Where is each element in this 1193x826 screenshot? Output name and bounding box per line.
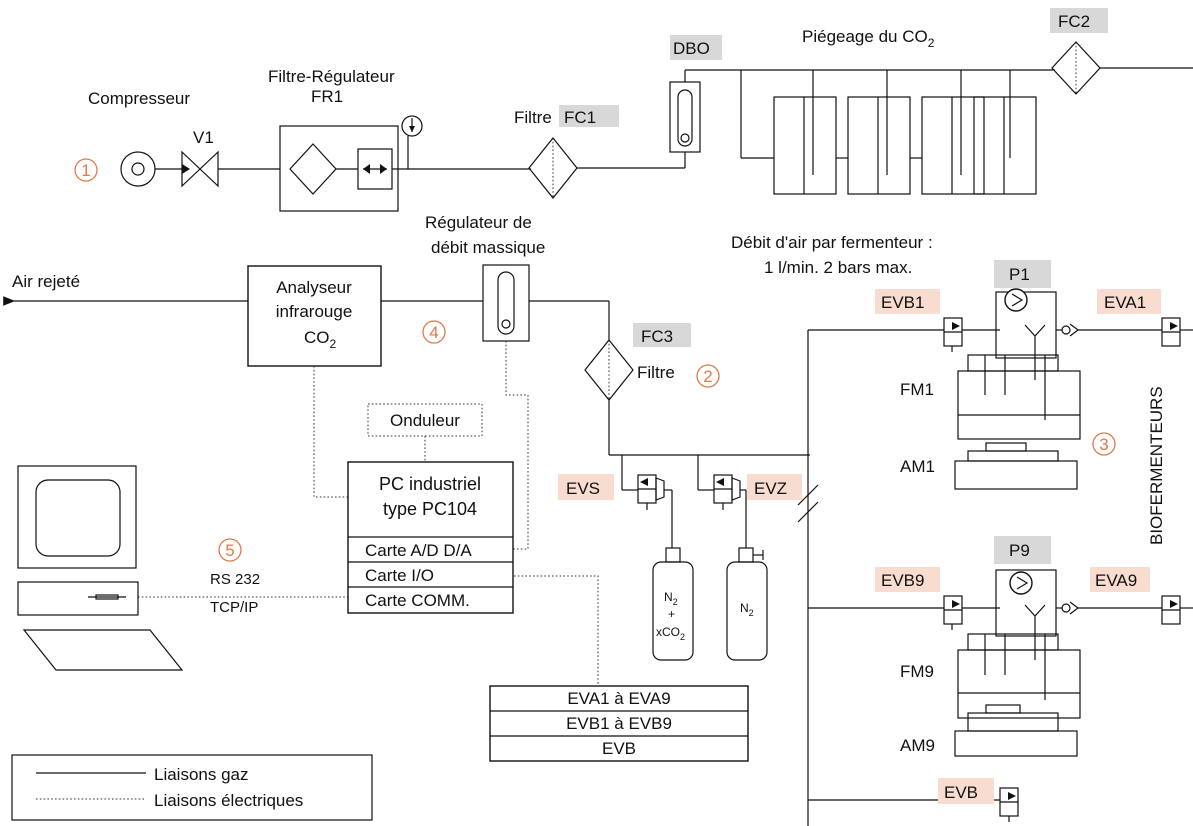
svg-text:3: 3 [1099,435,1108,454]
compressor-icon [120,151,156,187]
valve-v1-icon [181,150,219,188]
fc1-tag: FC1 [564,108,596,127]
evb-tag: EVB [944,783,978,802]
carte-comm-label: Carte COMM. [365,591,470,610]
p9-tag: P9 [1009,541,1030,560]
v1-label: V1 [193,128,214,147]
fr1-label: FR1 [311,87,343,106]
evs-tag: EVS [566,479,600,498]
pump-p9-icon [1009,571,1033,595]
regulateur-l2: débit massique [431,238,545,257]
pc-l1: PC industriel [379,474,481,494]
analyseur-l2: infrarouge [276,302,353,321]
table-row-2: EVB1 à EVB9 [566,714,672,733]
svg-text:2: 2 [703,367,712,386]
piegeage-label: Piégeage du CO2 [802,27,935,50]
legend-gaz-label: Liaisons gaz [154,765,249,784]
evb9-tag: EVB9 [881,571,924,590]
mass-flow-regulator [482,264,530,342]
filter-regulator-fr1 [279,115,430,212]
marker-2: 2 [696,364,720,388]
filtre-fc1-prefix: Filtre [514,108,552,127]
electrical-links [138,341,599,686]
flowmeter-dbo [669,81,701,153]
air-rejete-label: Air rejeté [12,272,80,291]
fermenter-9 [943,569,1193,757]
debit-l1: Débit d'air par fermenteur : [731,233,933,252]
evz-tag: EVZ [754,479,787,498]
cyl2-l1: N2 [740,601,754,618]
svg-text:4: 4 [429,323,438,342]
fm1-label: FM1 [900,380,934,399]
onduleur-box [367,403,483,437]
co2-analyser-box [247,265,382,367]
computer-icon [17,465,184,671]
carte-io-label: Carte I/O [365,566,434,585]
gauge-icon [401,115,423,137]
biofermenteurs-label: BIOFERMENTEURS [1147,386,1166,545]
valve-table [489,685,749,762]
dbo-tag: DBO [673,39,710,58]
fc2-tag: FC2 [1058,12,1090,31]
debit-l2: 1 l/min. 2 bars max. [764,258,912,277]
evb1-tag: EVB1 [881,293,924,312]
svg-text:1: 1 [81,161,90,180]
filtre-label: Filtre [637,363,675,382]
filter-fc2-icon [1051,41,1101,95]
table-row-1: EVA1 à EVA9 [567,689,670,708]
pump-p1-icon [1004,288,1028,312]
marker-4: 4 [422,320,446,344]
cyl1-l2: + [668,607,675,621]
marker-1: 1 [74,158,98,182]
pc-l2: type PC104 [383,499,477,519]
cyl1-l3: xCO2 [656,625,685,642]
am9-label: AM9 [900,736,935,755]
evb-valve [999,787,1019,822]
gas-cylinder-n2 [726,547,768,661]
filtre-regulateur-label: Filtre-Régulateur [268,67,395,86]
rs232-label: RS 232 [210,571,260,588]
carte-ad-label: Carte A/D D/A [365,541,472,560]
fm9-label: FM9 [900,662,934,681]
legend-elec-label: Liaisons électriques [154,791,303,810]
co2-traps [740,69,1055,195]
cyl1-l1: N2 [664,590,678,607]
table-row-3: EVB [602,739,636,758]
gas-supply-valves [621,455,747,548]
top-gas-line: Compresseur V1 Filtre-Régulateur FR1 [88,8,1193,212]
industrial-pc [347,461,514,614]
fermenter-1 [943,288,1193,490]
marker-5: 5 [218,538,242,562]
legend [11,754,373,821]
analyseur-l3: CO2 [304,328,337,351]
tcpip-label: TCP/IP [210,599,258,616]
filter-fc1-icon [528,137,578,199]
marker-3: 3 [1092,432,1116,456]
regulateur-l1: Régulateur de [425,213,532,232]
onduleur-label: Onduleur [390,411,460,430]
filter-fc3-icon [584,339,634,401]
gas-cylinder-n2-co2 [652,547,694,661]
eva9-tag: EVA9 [1095,571,1137,590]
analyseur-l1: Analyseur [276,278,352,297]
am1-label: AM1 [900,457,935,476]
svg-text:5: 5 [225,541,234,560]
fc3-tag: FC3 [641,327,673,346]
eva1-tag: EVA1 [1104,293,1146,312]
compresseur-label: Compresseur [88,89,190,108]
p1-tag: P1 [1009,265,1030,284]
